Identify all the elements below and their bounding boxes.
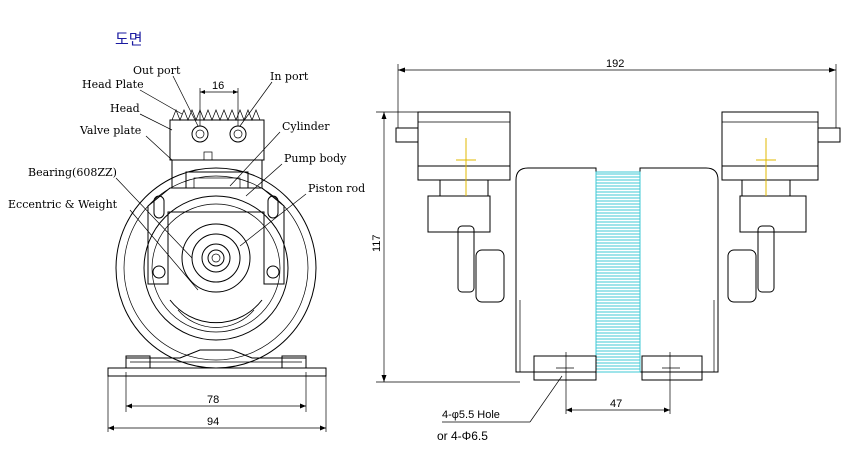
label-head-plate: Head Plate xyxy=(82,78,144,91)
note-hole: 4-φ5.5 Hole xyxy=(442,409,500,421)
front-view: 16 78 94 Out port Head Plate Head Valve … xyxy=(8,64,365,432)
dim-base-width: 94 xyxy=(207,416,219,428)
dim-height: 117 xyxy=(371,234,383,252)
dim-hole-spacing: 47 xyxy=(610,398,622,410)
label-valve-plate: Valve plate xyxy=(79,124,141,137)
label-piston-rod: Piston rod xyxy=(308,182,365,195)
label-out-port: Out port xyxy=(133,64,181,77)
dim-port-spacing: 16 xyxy=(212,80,224,92)
side-view: 192 117 xyxy=(371,58,841,443)
label-head: Head xyxy=(110,102,140,115)
dim-overall-length: 192 xyxy=(606,58,624,70)
label-cylinder: Cylinder xyxy=(282,120,330,133)
dim-mount-holes: 78 xyxy=(207,394,219,406)
drawing-title: 도면 xyxy=(115,30,143,48)
label-bearing: Bearing(608ZZ) xyxy=(28,166,117,179)
note-hole-alt: or 4-Φ6.5 xyxy=(437,429,488,443)
label-eccentric: Eccentric & Weight xyxy=(8,198,118,211)
label-pump-body: Pump body xyxy=(284,152,347,165)
label-in-port: In port xyxy=(270,70,309,83)
motor-coil xyxy=(595,171,641,373)
